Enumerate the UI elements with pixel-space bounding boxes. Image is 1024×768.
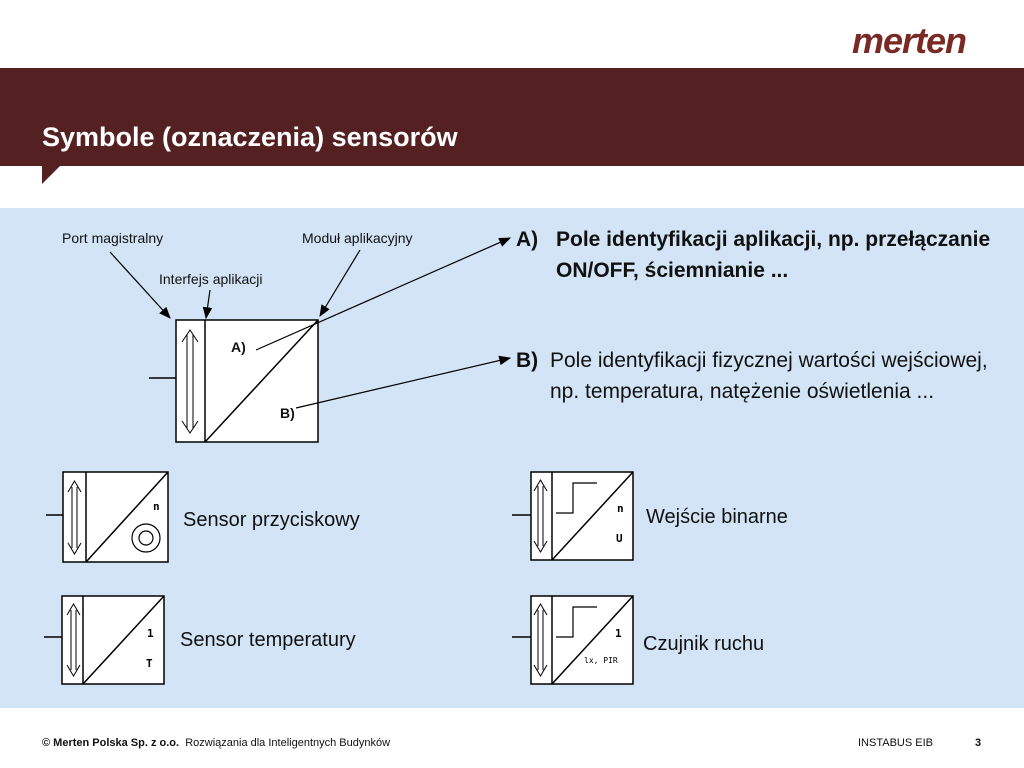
- label-port-magistralny: Port magistralny: [62, 230, 164, 246]
- page-number: 3: [975, 737, 982, 749]
- description-a-marker: A): [516, 228, 539, 251]
- description-a-text: Pole identyfikacji aplikacji, np. przełą…: [556, 228, 991, 282]
- diagram-label-b: B): [280, 405, 295, 421]
- merten-logo: merten: [852, 20, 967, 61]
- description-b-text: Pole identyfikacji fizycznej wartości we…: [550, 349, 988, 403]
- callout-arrows: [109, 237, 512, 409]
- footer-tagline: Rozwiązania dla Inteligentnych Budynków: [185, 737, 391, 749]
- motion-bottom-glyph: lx, PIR: [584, 656, 618, 665]
- label-interfejs-aplikacji: Interfejs aplikacji: [159, 271, 263, 287]
- binary-bottom-glyph: U: [616, 532, 623, 545]
- label-modul-aplikacyjny: Moduł aplikacyjny: [302, 230, 413, 246]
- diagram-label-a: A): [231, 339, 246, 355]
- motion-top-glyph: 1: [615, 627, 622, 640]
- footer-company: © Merten Polska Sp. z o.o. Rozwiązania d…: [42, 737, 390, 749]
- title-band: [0, 68, 1024, 166]
- motion-sensor-symbol: [512, 595, 634, 685]
- temperature-sensor-symbol: [44, 595, 165, 685]
- binary-top-glyph: n: [617, 502, 624, 515]
- footer-company-name: © Merten Polska Sp. z o.o.: [42, 737, 180, 749]
- temp-bottom-glyph: T: [146, 657, 153, 670]
- content-area: [0, 208, 1024, 708]
- footer-product: INSTABUS EIB: [858, 737, 933, 749]
- label-czujnik-ruchu: Czujnik ruchu: [643, 633, 765, 655]
- temp-top-glyph: 1: [147, 627, 154, 640]
- label-wejscie-binarne: Wejście binarne: [646, 506, 788, 528]
- binary-input-symbol: [512, 471, 634, 561]
- description-b-marker: B): [516, 349, 539, 372]
- main-sensor-symbol: [149, 319, 319, 443]
- label-sensor-temperatury: Sensor temperatury: [180, 629, 356, 651]
- label-sensor-przyciskowy: Sensor przyciskowy: [183, 509, 360, 531]
- push-top-glyph: n: [153, 500, 160, 513]
- slide-title: Symbole (oznaczenia) sensorów: [42, 122, 458, 152]
- push-button-sensor-symbol: [46, 471, 169, 563]
- title-band-notch: [42, 166, 60, 184]
